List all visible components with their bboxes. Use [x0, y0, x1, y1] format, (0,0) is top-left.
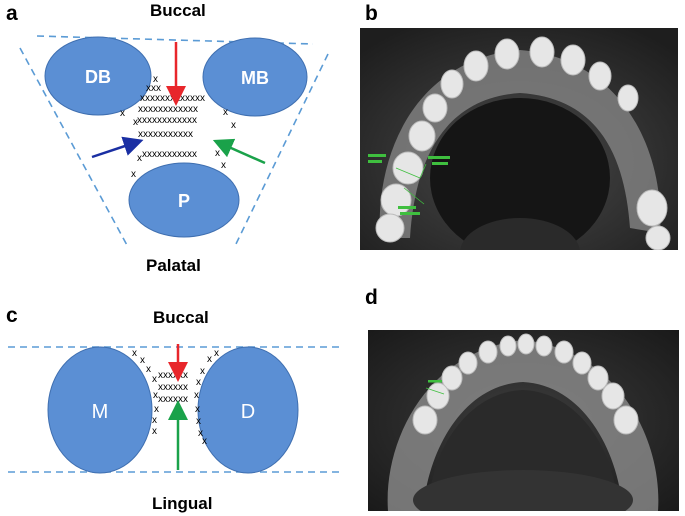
root-d: [197, 346, 299, 474]
root-p: [128, 162, 240, 238]
panel-letter-a: a: [6, 2, 18, 25]
svg-text:x: x: [120, 108, 125, 119]
svg-text:x: x: [223, 107, 228, 118]
panel-letter-c: c: [6, 304, 18, 327]
svg-text:x: x: [221, 160, 226, 171]
root-mb: [202, 37, 308, 117]
svg-text:x: x: [196, 416, 201, 427]
panel-letter-d: d: [365, 286, 378, 309]
ct-maxilla-graphic: [360, 28, 678, 250]
svg-text:x: x: [231, 120, 236, 131]
svg-text:x: x: [133, 117, 138, 128]
svg-text:x: x: [153, 74, 158, 85]
panel-c-buccal-label: Buccal: [153, 308, 209, 327]
root-m-label: M: [92, 401, 109, 423]
svg-text:x: x: [198, 428, 203, 439]
root-d-label: D: [241, 401, 255, 423]
root-m: [47, 346, 153, 474]
panel-a-blue-arrow: [91, 136, 144, 159]
panel-a-buccal-label: Buccal: [150, 1, 206, 20]
svg-text:x: x: [207, 354, 212, 365]
panel-a-diagram: DB MB P xxx xxxxxxxxxxxxx xxxxxxxxxxxx x…: [19, 35, 329, 248]
svg-text:x: x: [154, 404, 159, 415]
svg-text:x: x: [153, 390, 158, 401]
svg-text:x: x: [215, 148, 220, 159]
panel-c-x-row: xxxxxx: [158, 394, 188, 405]
panel-a-green-arrow: [212, 138, 266, 165]
ct-image-mandible: [368, 330, 679, 511]
root-db-label: DB: [85, 67, 111, 87]
root-mb-label: MB: [241, 68, 269, 88]
panel-a-x-row: xxxxxxxxxxxxx: [140, 93, 205, 104]
svg-text:x: x: [137, 153, 142, 164]
svg-text:x: x: [194, 390, 199, 401]
ct-image-maxilla: [360, 28, 678, 250]
svg-text:x: x: [152, 426, 157, 437]
panel-letter-b: b: [365, 2, 378, 25]
svg-text:x: x: [214, 348, 219, 359]
panel-a-x-row: xxxxxxxxxxxx: [138, 104, 198, 115]
svg-text:x: x: [202, 436, 207, 447]
ct-mandible-graphic: [368, 330, 679, 511]
panel-a-x-row: xxxxxxxxxxx: [142, 149, 197, 160]
svg-text:x: x: [131, 169, 136, 180]
svg-text:x: x: [152, 374, 157, 385]
panel-a-palatal-label: Palatal: [146, 256, 201, 275]
panel-c-x-row: xxxxxx: [158, 382, 188, 393]
svg-text:x: x: [146, 364, 151, 375]
panel-c-x-row: xxxxxx: [158, 370, 188, 381]
panel-a-x-row: xxxxxxxxxxxx: [137, 115, 197, 126]
svg-text:x: x: [200, 366, 205, 377]
svg-text:x: x: [140, 355, 145, 366]
root-p-label: P: [178, 191, 190, 211]
panel-a-x-row: xxxxxxxxxxx: [138, 129, 193, 140]
svg-text:x: x: [132, 348, 137, 359]
root-db: [44, 36, 152, 116]
svg-text:x: x: [152, 415, 157, 426]
svg-text:x: x: [195, 404, 200, 415]
panel-c-lingual-label: Lingual: [152, 494, 213, 513]
svg-text:x: x: [196, 377, 201, 388]
panel-c-diagram: M D xxxxxx xxxxxx xxxxxx x x x x x x x x…: [8, 344, 342, 474]
panel-a-x-row: xxx: [146, 83, 161, 94]
panel-a-left-dashed-line: [19, 47, 129, 248]
